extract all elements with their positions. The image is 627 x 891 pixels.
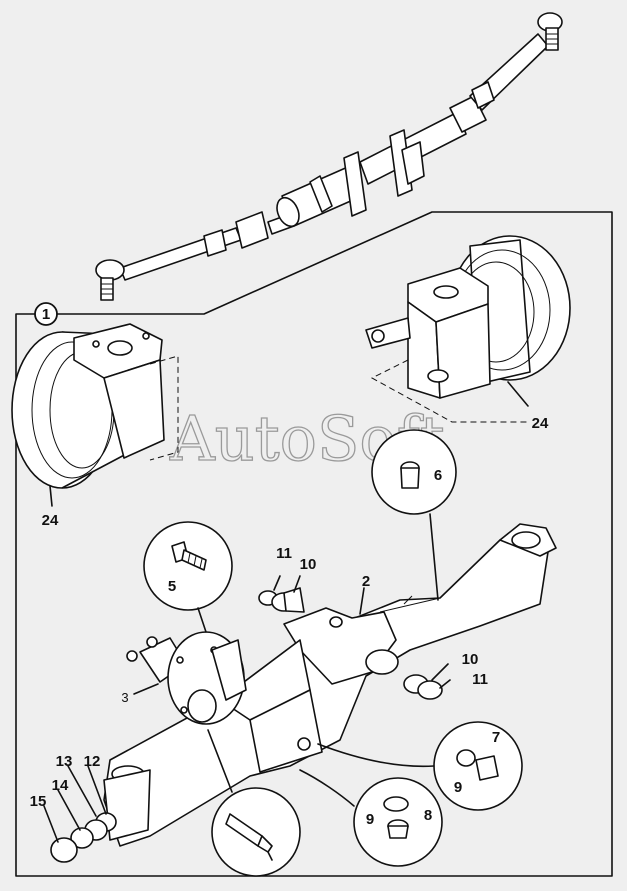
- callout-8: 8: [424, 807, 432, 824]
- callout-2: 2: [362, 573, 370, 590]
- callout-11-right: 11: [472, 671, 488, 688]
- cylinder-bracket: [343, 151, 367, 217]
- callout-6: 6: [434, 467, 442, 484]
- callout-12: 12: [84, 753, 101, 770]
- detail-pin-6: [371, 429, 457, 601]
- detail-grease: [207, 729, 301, 877]
- group-1-border: [15, 211, 613, 877]
- axle-housing-side: [249, 689, 323, 773]
- callout-5: 5: [168, 578, 176, 595]
- callout-10-right: 10: [462, 651, 479, 668]
- callout-10-top: 10: [300, 556, 317, 573]
- tie-rod-assembly: [95, 12, 563, 301]
- callout-13: 13: [56, 753, 73, 770]
- tie-rod-clamp-left: [235, 211, 269, 249]
- callout-24-right: 24: [532, 415, 549, 432]
- seal-stack: [50, 812, 117, 863]
- detail-bolt-7: [317, 721, 523, 811]
- callout-3: 3: [121, 690, 128, 705]
- ball-joint-left: [95, 259, 125, 281]
- tie-rod-sleeve-left: [203, 229, 227, 257]
- left-knuckle-body: [103, 359, 165, 459]
- detail-bolt-8: [299, 769, 443, 867]
- callout-11-top: 11: [276, 545, 292, 562]
- callout-15: 15: [30, 793, 47, 810]
- bushing-set-top: [258, 587, 305, 613]
- right-hub-assembly: [365, 235, 571, 423]
- callout-7: 7: [492, 729, 500, 746]
- callout-9-right: 9: [454, 779, 462, 796]
- axle-beam: [103, 523, 557, 847]
- callout-9-bottom: 9: [366, 811, 374, 828]
- detail-bolt-5: [143, 521, 233, 633]
- callout-14: 14: [52, 777, 69, 794]
- group-marker: [34, 302, 58, 326]
- axle-beam-body: [103, 531, 549, 847]
- bushing-set-right: [403, 674, 443, 700]
- group-marker-label: 1: [42, 306, 50, 323]
- callout-24-left: 24: [42, 512, 59, 529]
- differential-flange: [126, 631, 247, 725]
- left-hub-assembly: [11, 323, 179, 489]
